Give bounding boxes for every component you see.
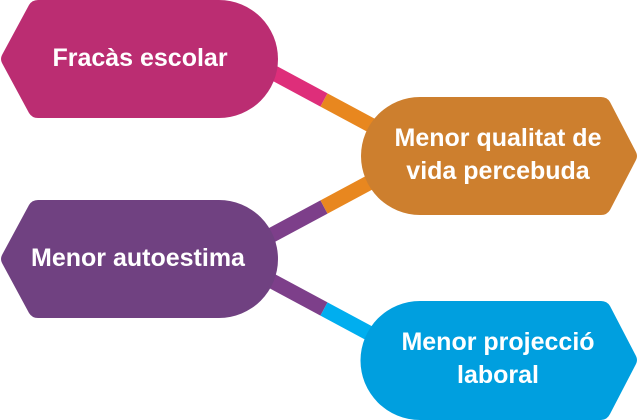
node-job-label-line1: Menor projecció: [401, 328, 595, 356]
connector-self-esteem-segment-2: [266, 273, 328, 316]
connector-self-esteem-segment-1: [266, 200, 328, 243]
node-quality-label-line2: vida percebuda: [406, 157, 590, 185]
node-school-failure-shape: [1, 0, 278, 118]
node-job-label: Menor projecció laboral: [370, 326, 626, 392]
node-quality-label: Menor qualitat de vida percebuda: [370, 122, 626, 188]
node-school-failure-label: Fracàs escolar: [52, 43, 228, 72]
connector-quality-segment-1: [320, 93, 382, 136]
node-quality-shape: [361, 97, 637, 215]
node-job-label-line2: laboral: [457, 361, 539, 389]
node-self-esteem-label: Menor autoestima: [31, 243, 245, 272]
node-quality-label-line1: Menor qualitat de: [394, 124, 602, 152]
connector-school-failure-segment: [268, 65, 328, 107]
node-self-esteem-shape: [1, 200, 278, 318]
node-job-shape: [360, 301, 637, 420]
